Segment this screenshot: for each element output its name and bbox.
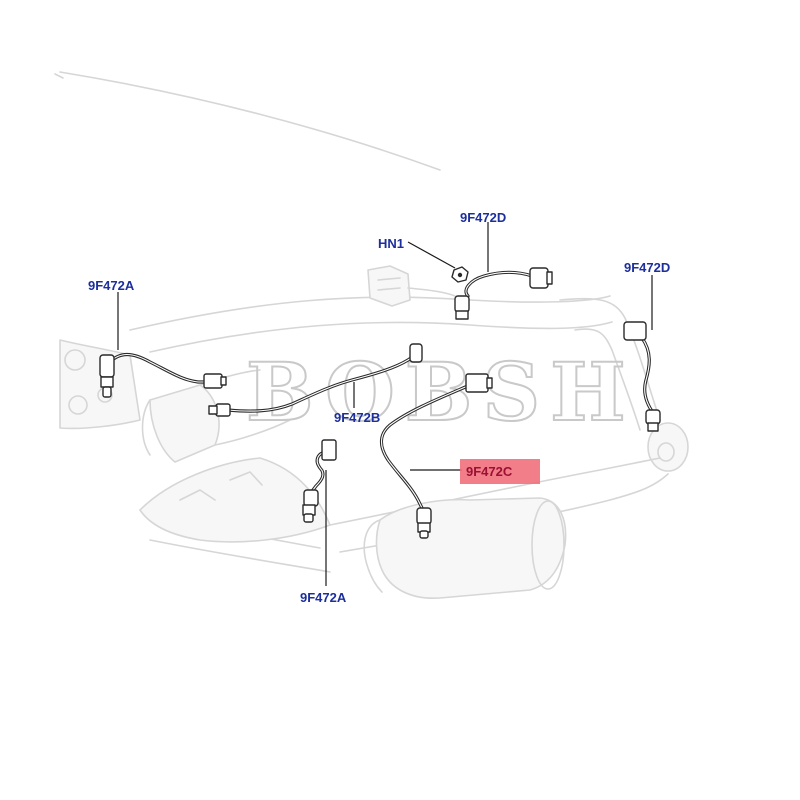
callout-9f472a-left[interactable]: 9F472A bbox=[88, 278, 135, 293]
oxygen-sensor-9f472a-bottom bbox=[302, 439, 337, 523]
callout-9f472a-bottom[interactable]: 9F472A bbox=[300, 590, 347, 605]
highlight-box bbox=[460, 459, 540, 484]
callout-9f472d-top[interactable]: 9F472D bbox=[460, 210, 506, 225]
oxygen-sensor-9f472a-left bbox=[99, 352, 227, 398]
callout-9f472b[interactable]: 9F472B bbox=[334, 410, 380, 425]
callout-9f472d-right[interactable]: 9F472D bbox=[624, 260, 670, 275]
brand-watermark: BOBSH bbox=[246, 345, 636, 439]
oxygen-sensor-9f472b bbox=[208, 343, 423, 417]
callout-9f472c[interactable]: 9F472C bbox=[466, 464, 513, 479]
leader-lines bbox=[117, 222, 653, 586]
oxygen-sensor-9f472d-top bbox=[454, 267, 553, 320]
hex-nut-hn1 bbox=[451, 266, 469, 283]
callout-hn1[interactable]: HN1 bbox=[378, 236, 404, 251]
oxygen-sensor-9f472d-right bbox=[623, 321, 661, 432]
exhaust-system-outline bbox=[54, 71, 689, 599]
oxygen-sensor-9f472c bbox=[379, 373, 493, 539]
